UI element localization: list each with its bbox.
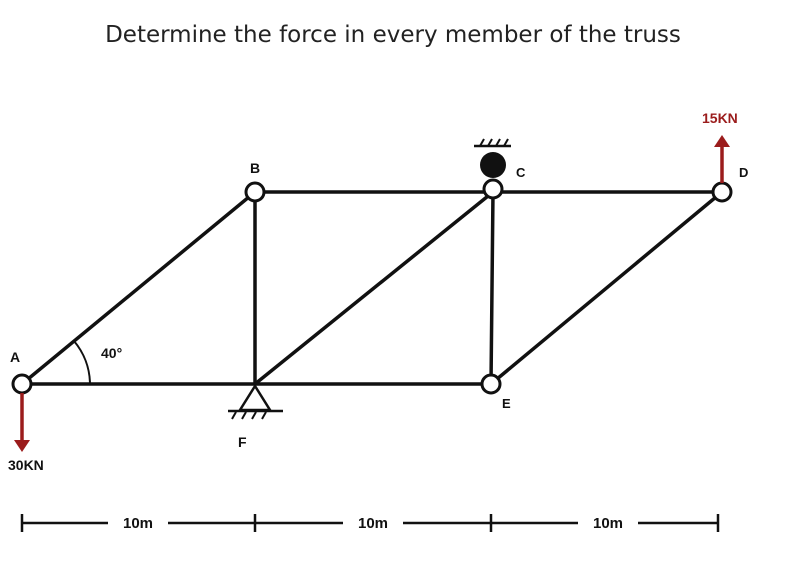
load-arrow-d-icon bbox=[714, 135, 730, 183]
dimension-label-3: 10m bbox=[593, 515, 623, 532]
load-label-a: 30KN bbox=[8, 457, 44, 473]
member-ed bbox=[489, 190, 724, 386]
node-label-b: B bbox=[250, 160, 260, 176]
pin-support-icon bbox=[228, 383, 283, 420]
node-label-d: D bbox=[739, 165, 748, 180]
member-fc bbox=[253, 190, 495, 386]
load-arrow-a-icon bbox=[14, 393, 30, 452]
angle-label: 40° bbox=[101, 345, 122, 361]
member-ce bbox=[489, 190, 495, 386]
problem-title: Determine the force in every member of t… bbox=[105, 22, 681, 48]
angle-arc bbox=[73, 340, 91, 385]
node-label-a: A bbox=[10, 349, 20, 365]
dimension-line bbox=[20, 514, 720, 532]
load-label-d: 15KN bbox=[702, 110, 738, 126]
dimension-label-2: 10m bbox=[358, 515, 388, 532]
joint-c bbox=[482, 178, 504, 200]
node-label-f: F bbox=[238, 434, 247, 450]
roller-support-icon bbox=[474, 138, 511, 178]
member-ab bbox=[20, 190, 257, 386]
joint-e bbox=[480, 373, 502, 395]
node-label-c: C bbox=[516, 165, 526, 180]
dimension-label-1: 10m bbox=[123, 515, 153, 532]
joint-a bbox=[11, 373, 33, 395]
node-label-e: E bbox=[502, 396, 511, 411]
joint-d bbox=[711, 181, 733, 203]
joint-b bbox=[244, 181, 266, 203]
